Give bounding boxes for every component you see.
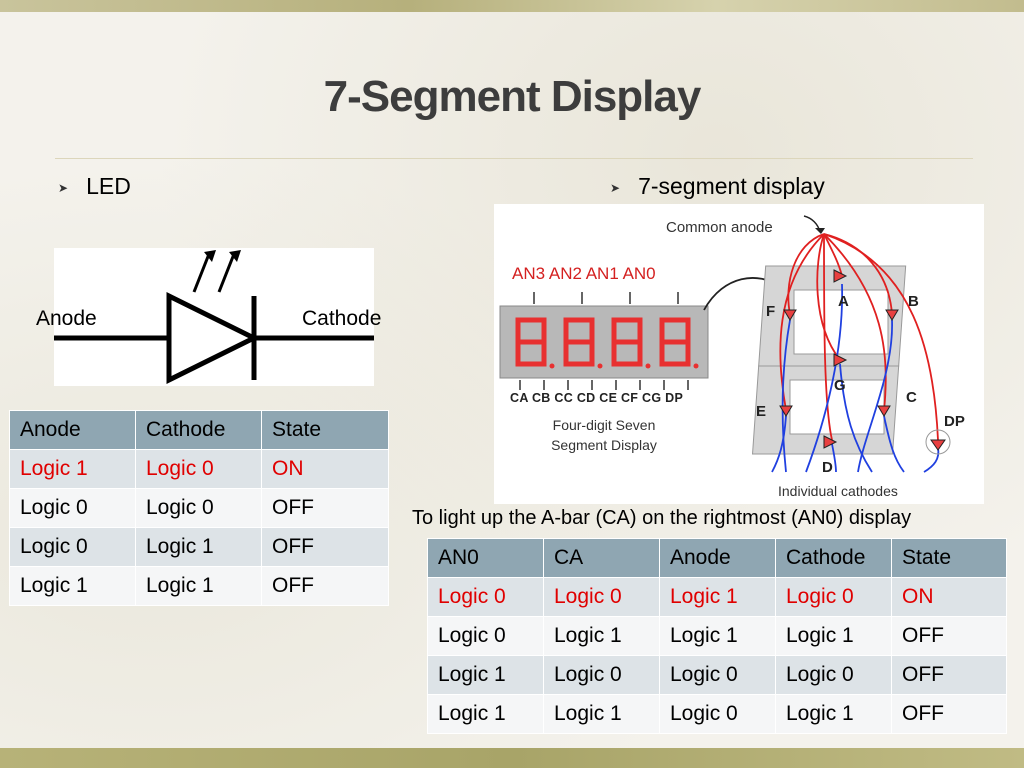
table-row: Logic 0 Logic 1 OFF (9, 527, 389, 567)
cathode-pins-label: CA CB CC CD CE CF CG DP (510, 391, 683, 405)
seven-segment-schematic-icon: AN3 AN2 AN1 AN0 CA CB CC CD CE CF CG DP … (499, 215, 965, 499)
header-cell: State (891, 538, 1007, 578)
table-cell: OFF (261, 527, 389, 567)
segment-label-b: B (908, 293, 919, 310)
anode-label: Anode (36, 307, 97, 330)
table-cell: OFF (261, 488, 389, 528)
table-row: Logic 1 Logic 0 Logic 0 Logic 0 OFF (427, 655, 1007, 695)
table-cell: OFF (261, 566, 389, 606)
segment-label-f: F (766, 303, 775, 320)
table-cell: Logic 0 (427, 616, 544, 656)
top-decor-bar (0, 0, 1024, 12)
table-row: Logic 1 Logic 1 OFF (9, 566, 389, 606)
table-cell: Logic 0 (9, 527, 136, 567)
individual-cathodes-label: Individual cathodes (778, 483, 898, 499)
table-cell: Logic 0 (427, 577, 544, 617)
table-header-row: AN0 CA Anode Cathode State (427, 538, 1007, 578)
table-cell: Logic 0 (135, 449, 262, 489)
header-cell: Anode (9, 410, 136, 450)
segment-label-d: D (822, 459, 833, 476)
segment-label-dp: DP (944, 413, 965, 430)
bullet-led-text: LED (86, 173, 131, 199)
table-cell: Logic 1 (659, 577, 776, 617)
table-cell: Logic 0 (659, 694, 776, 734)
table-cell: ON (891, 577, 1007, 617)
table-cell: Logic 1 (135, 566, 262, 606)
table-cell: Logic 0 (9, 488, 136, 528)
table-cell: Logic 1 (659, 616, 776, 656)
segment-label-g: G (834, 377, 846, 394)
segment-label-c: C (906, 389, 917, 406)
table-row: Logic 1 Logic 0 ON (9, 449, 389, 489)
diode-symbol-icon (54, 250, 374, 385)
segment-label-e: E (756, 403, 766, 420)
table-cell: OFF (891, 616, 1007, 656)
table-cell: Logic 1 (135, 527, 262, 567)
header-cell: Cathode (775, 538, 892, 578)
table-cell: Logic 1 (543, 694, 660, 734)
table-cell: Logic 0 (543, 577, 660, 617)
slide-title: 7-Segment Display (323, 72, 702, 121)
header-cell: Anode (659, 538, 776, 578)
segment-truth-table: AN0 CA Anode Cathode State Logic 0 Logic… (427, 538, 1007, 734)
table-cell: Logic 1 (775, 616, 892, 656)
led-truth-table: Anode Cathode State Logic 1 Logic 0 ON L… (9, 410, 389, 606)
digit-glyphs (515, 317, 691, 367)
table-cell: Logic 0 (135, 488, 262, 528)
table-cell: Logic 1 (775, 694, 892, 734)
table-cell: OFF (891, 655, 1007, 695)
bullet-led: ➤ LED (58, 172, 131, 202)
table-row: Logic 0 Logic 0 Logic 1 Logic 0 ON (427, 577, 1007, 617)
bottom-decor-bar (0, 748, 1024, 768)
table-cell: Logic 1 (427, 655, 544, 695)
segment-label-a: A (838, 293, 849, 310)
table-cell: OFF (891, 694, 1007, 734)
table-header-row: Anode Cathode State (9, 410, 389, 450)
table-row: Logic 0 Logic 1 Logic 1 Logic 1 OFF (427, 616, 1007, 656)
table-cell: Logic 0 (659, 655, 776, 695)
bullet-seven-segment: ➤ 7-segment display (610, 172, 825, 202)
table-cell: Logic 0 (775, 655, 892, 695)
led-diagram (54, 248, 374, 386)
figure-caption-line2: Segment Display (551, 437, 657, 453)
table-cell: Logic 1 (9, 449, 136, 489)
table-cell: Logic 0 (543, 655, 660, 695)
header-cell: State (261, 410, 389, 450)
seg-table-caption: To light up the A-bar (CA) on the rightm… (412, 507, 912, 529)
table-cell: Logic 0 (775, 577, 892, 617)
table-cell: Logic 1 (9, 566, 136, 606)
table-cell: Logic 1 (427, 694, 544, 734)
bullet-seven-segment-text: 7-segment display (638, 173, 825, 199)
title-divider (55, 158, 973, 159)
table-cell: ON (261, 449, 389, 489)
cathode-label: Cathode (302, 307, 382, 330)
header-cell: Cathode (135, 410, 262, 450)
anode-pins-label: AN3 AN2 AN1 AN0 (512, 264, 656, 283)
common-anode-label: Common anode (666, 219, 773, 236)
bullet-arrow-icon: ➤ (58, 180, 69, 195)
header-cell: CA (543, 538, 660, 578)
table-row: Logic 0 Logic 0 OFF (9, 488, 389, 528)
segment-led-markers (779, 269, 946, 451)
seven-segment-diagram: AN3 AN2 AN1 AN0 CA CB CC CD CE CF CG DP … (494, 204, 984, 504)
header-cell: AN0 (427, 538, 544, 578)
bullet-arrow-icon: ➤ (610, 180, 621, 195)
table-cell: Logic 1 (543, 616, 660, 656)
table-row: Logic 1 Logic 1 Logic 0 Logic 1 OFF (427, 694, 1007, 734)
figure-caption-line1: Four-digit Seven (553, 417, 656, 433)
